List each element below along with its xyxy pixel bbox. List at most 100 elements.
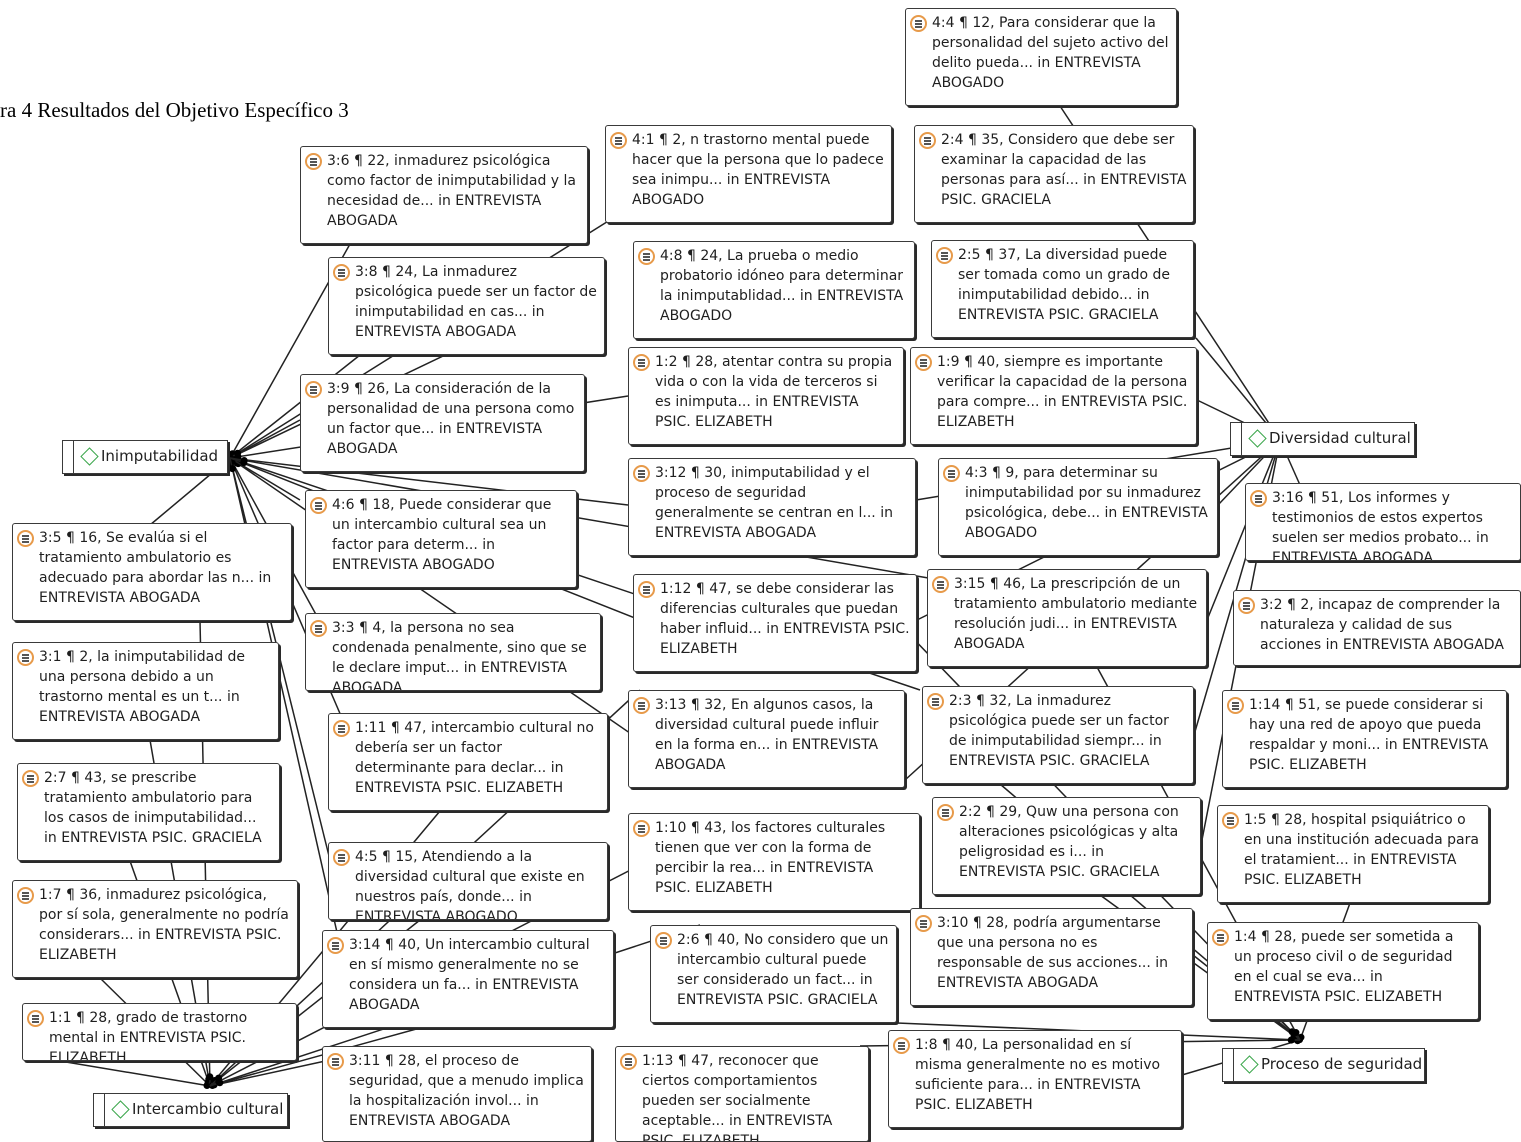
quote-node-3-5[interactable]: 3:5 ¶ 16, Se evalúa si el tratamiento am… [12,523,292,621]
quote-node-2-2[interactable]: 2:2 ¶ 29, Quw una persona con alteracion… [932,797,1201,895]
code-node-proceso-de-seguridad[interactable]: Proceso de seguridad [1222,1048,1425,1082]
quote-node-2-4[interactable]: 2:4 ¶ 35, Considero que debe ser examina… [914,125,1194,223]
figure-caption: ra 4 Resultados del Objetivo Específico … [0,98,349,122]
quote-text: 1:8 ¶ 40, La personalidad en sí misma ge… [915,1037,1161,1113]
code-label: Proceso de seguridad [1261,1055,1423,1073]
quote-text: 1:14 ¶ 51, se puede considerar si hay un… [1249,697,1489,773]
link-line [229,457,361,761]
quote-node-3-15[interactable]: 3:15 ¶ 46, La prescripción de un tratami… [927,569,1207,667]
link-line [229,457,641,741]
quote-text: 2:6 ¶ 40, No considero que un intercambi… [677,932,889,1008]
quote-text: 4:3 ¶ 9, para determinar su inimputabili… [965,465,1208,541]
quotation-icon [638,248,655,265]
quote-node-3-8[interactable]: 3:8 ¶ 24, La inmadurez psicológica puede… [328,257,605,355]
quotation-icon [633,697,650,714]
link-endpoint-dot [1287,1036,1295,1044]
quote-node-4-4[interactable]: 4:4 ¶ 12, Para considerar que la persona… [905,8,1177,106]
quote-node-3-9[interactable]: 3:9 ¶ 26, La consideración de la persona… [300,374,585,472]
quote-node-2-6[interactable]: 2:6 ¶ 40, No considero que un intercambi… [650,925,897,1023]
quote-node-1-13[interactable]: 1:13 ¶ 47, reconocer que ciertos comport… [615,1046,869,1142]
quotation-icon [943,465,960,482]
quotation-icon [1227,697,1244,714]
quote-node-3-12[interactable]: 3:12 ¶ 30, inimputabilidad y el proceso … [628,458,916,556]
quote-text: 1:9 ¶ 40, siempre es importante verifica… [937,354,1188,430]
quote-node-1-2[interactable]: 1:2 ¶ 28, atentar contra su propia vida … [628,347,904,445]
code-diamond-icon [1248,429,1267,448]
quote-node-4-8[interactable]: 4:8 ¶ 24, La prueba o medio probatorio i… [633,241,915,339]
link-endpoint-dot [228,465,236,473]
quotation-icon [893,1037,910,1054]
quote-text: 2:2 ¶ 29, Quw una persona con alteracion… [959,804,1179,880]
quote-node-4-5[interactable]: 4:5 ¶ 15, Atendiendo a la diversidad cul… [328,842,608,920]
link-endpoint-dot [234,449,242,457]
quote-node-1-9[interactable]: 1:9 ¶ 40, siempre es importante verifica… [910,347,1197,445]
quotation-icon [333,264,350,281]
quote-node-1-7[interactable]: 1:7 ¶ 36, inmadurez psicológica, por sí … [12,880,298,978]
quote-text: 1:5 ¶ 28, hospital psiquiátrico o en una… [1244,812,1479,888]
quote-text: 1:13 ¶ 47, reconocer que ciertos comport… [642,1053,833,1142]
code-label: Diversidad cultural [1269,429,1411,447]
quote-text: 3:14 ¶ 40, Un intercambio cultural en sí… [349,937,590,1013]
quotation-icon [17,887,34,904]
quote-text: 4:6 ¶ 18, Puede considerar que un interc… [332,497,552,573]
quote-text: 3:10 ¶ 28, podría argumentarse que una p… [937,915,1169,991]
quote-node-1-1[interactable]: 1:1 ¶ 28, grado de trastorno mental in E… [22,1003,297,1061]
quote-text: 2:3 ¶ 32, La inmadurez psicológica puede… [949,693,1169,769]
code-node-intercambio-cultural[interactable]: Intercambio cultural [93,1093,288,1127]
quote-node-3-10[interactable]: 3:10 ¶ 28, podría argumentarse que una p… [910,908,1193,1006]
code-node-inimputabilidad[interactable]: Inimputabilidad [62,440,228,474]
quote-text: 3:15 ¶ 46, La prescripción de un tratami… [954,576,1198,652]
link-line [209,1059,331,1087]
quote-text: 1:4 ¶ 28, puede ser sometida a un proces… [1234,929,1454,1005]
quote-node-1-4[interactable]: 1:4 ¶ 28, puede ser sometida a un proces… [1207,922,1479,1020]
quote-node-3-6[interactable]: 3:6 ¶ 22, inmadurez psicológica como fac… [300,146,588,244]
code-node-diversidad-cultural[interactable]: Diversidad cultural [1230,422,1415,456]
quote-text: 3:3 ¶ 4, la persona no sea condenada pen… [332,620,587,691]
quote-node-2-5[interactable]: 2:5 ¶ 37, La diversidad puede ser tomada… [931,240,1194,338]
quote-text: 3:5 ¶ 16, Se evalúa si el tratamiento am… [39,530,272,606]
quotation-icon [327,1053,344,1070]
quote-node-3-11[interactable]: 3:11 ¶ 28, el proceso de seguridad, que … [322,1046,592,1142]
quote-node-4-1[interactable]: 4:1 ¶ 2, n trastorno mental puede hacer … [605,125,892,223]
quote-text: 4:5 ¶ 15, Atendiendo a la diversidad cul… [355,849,585,920]
quotation-icon [633,354,650,371]
quote-node-1-10[interactable]: 1:10 ¶ 43, los factores culturales tiene… [628,813,920,911]
quotation-icon [932,576,949,593]
quote-node-2-7[interactable]: 2:7 ¶ 43, se prescribe tratamiento ambul… [17,763,280,861]
code-label: Inimputabilidad [101,447,219,465]
quotation-icon [915,354,932,371]
quotation-icon [1238,597,1255,614]
quotation-icon [937,804,954,821]
quote-node-3-1[interactable]: 3:1 ¶ 2, la inimputabilidad de una perso… [12,642,279,740]
quotation-icon [310,497,327,514]
quote-node-1-11[interactable]: 1:11 ¶ 47, intercambio cultural no deber… [328,713,608,811]
quote-node-3-2[interactable]: 3:2 ¶ 2, incapaz de comprender la natura… [1233,590,1521,666]
quotation-icon [620,1053,637,1070]
quote-node-4-6[interactable]: 4:6 ¶ 18, Puede considerar que un interc… [305,490,577,588]
quote-node-3-14[interactable]: 3:14 ¶ 40, Un intercambio cultural en sí… [322,930,614,1028]
quotation-icon [910,15,927,32]
link-line [59,1060,211,1087]
quote-node-3-13[interactable]: 3:13 ¶ 32, En algunos casos, la diversid… [628,690,905,788]
quote-text: 4:8 ¶ 24, La prueba o medio probatorio i… [660,248,904,324]
quotation-icon [919,132,936,149]
quote-text: 2:5 ¶ 37, La diversidad puede ser tomada… [958,247,1171,323]
link-line [1206,439,1281,621]
quote-node-2-3[interactable]: 2:3 ¶ 32, La inmadurez psicológica puede… [922,686,1194,784]
quote-node-4-3[interactable]: 4:3 ¶ 9, para determinar su inimputabili… [938,458,1218,556]
quotation-icon [305,381,322,398]
quote-text: 3:1 ¶ 2, la inimputabilidad de una perso… [39,649,246,725]
code-diamond-icon [80,447,99,466]
link-line [209,1027,421,1087]
quote-node-1-14[interactable]: 1:14 ¶ 51, se puede considerar si hay un… [1222,690,1507,788]
quote-node-3-3[interactable]: 3:3 ¶ 4, la persona no sea condenada pen… [305,613,601,691]
quote-node-1-8[interactable]: 1:8 ¶ 40, La personalidad en sí misma ge… [888,1030,1182,1128]
quotation-icon [915,915,932,932]
quote-text: 3:2 ¶ 2, incapaz de comprender la natura… [1260,597,1504,653]
quotation-icon [610,132,627,149]
quote-node-3-16[interactable]: 3:16 ¶ 51, Los informes y testimonios de… [1245,483,1521,561]
quote-text: 1:11 ¶ 47, intercambio cultural no deber… [355,720,594,796]
quote-text: 3:12 ¶ 30, inimputabilidad y el proceso … [655,465,893,541]
quote-node-1-12[interactable]: 1:12 ¶ 47, se debe considerar las difere… [633,574,917,672]
quote-node-1-5[interactable]: 1:5 ¶ 28, hospital psiquiátrico o en una… [1217,805,1489,903]
